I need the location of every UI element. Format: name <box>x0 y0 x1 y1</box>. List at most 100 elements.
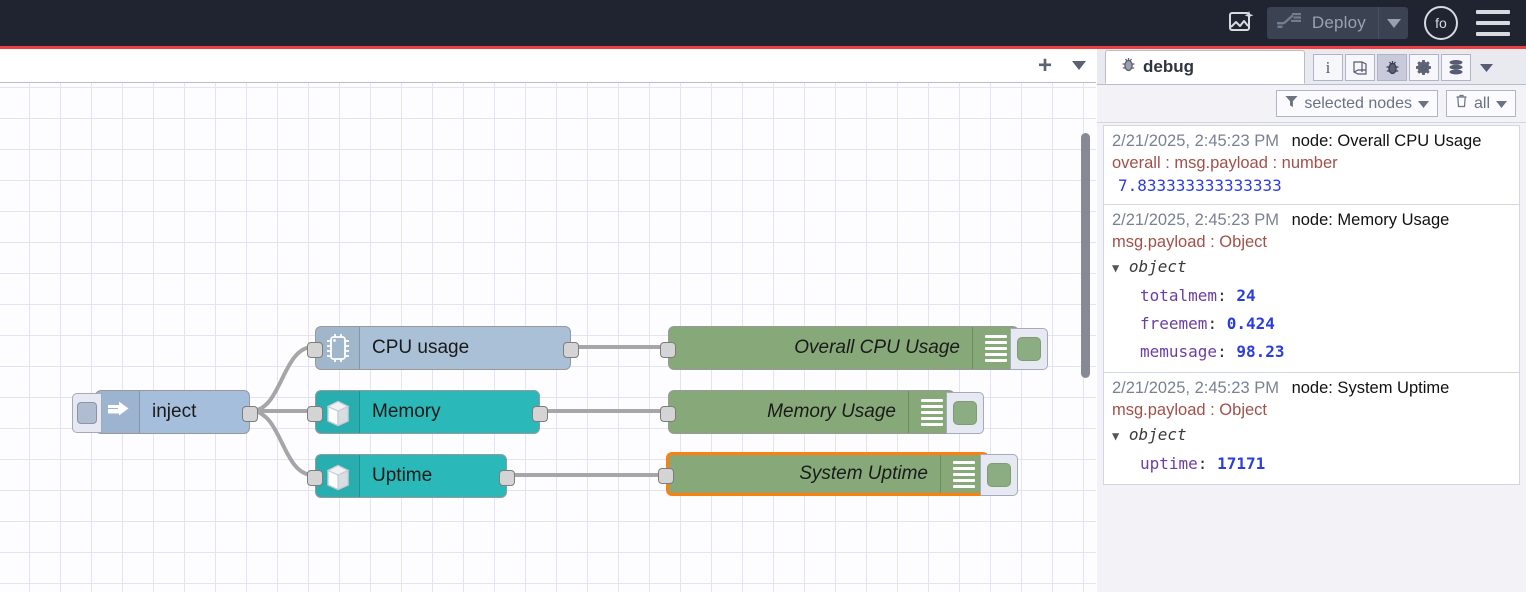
object-entry: totalmem: 24 <box>1112 282 1511 310</box>
node-memory-output-port[interactable] <box>532 406 548 422</box>
deploy-label: Deploy <box>1312 13 1366 33</box>
help-book-icon[interactable] <box>1345 54 1375 81</box>
debug-message-header: 2/21/2025, 2:45:23 PM node: Overall CPU … <box>1112 130 1511 152</box>
debug-message[interactable]: 2/21/2025, 2:45:23 PM node: Overall CPU … <box>1103 125 1520 205</box>
debug-toggle-button[interactable] <box>980 454 1018 496</box>
clear-label: all <box>1474 95 1490 113</box>
funnel-icon <box>1285 95 1298 113</box>
tab-debug[interactable]: debug <box>1105 50 1305 84</box>
info-icon[interactable]: i <box>1313 54 1343 81</box>
node-system-uptime[interactable]: System Uptime <box>666 452 989 496</box>
node-memory-input-port[interactable] <box>307 406 323 422</box>
chevron-down-icon <box>1496 95 1507 113</box>
flow-canvas[interactable]: inject CPU usage <box>0 83 1096 592</box>
object-expander-row[interactable]: ▼ object <box>1112 421 1511 450</box>
canvas-vertical-scrollbar[interactable] <box>1081 133 1090 378</box>
node-memory-usage-input-port[interactable] <box>660 406 676 422</box>
node-inject[interactable]: inject <box>95 390 250 434</box>
node-system-uptime-input-port[interactable] <box>658 468 674 484</box>
node-cpu-usage-label: CPU usage <box>360 337 570 359</box>
object-entry-value: 24 <box>1236 286 1255 305</box>
debug-toggle-button[interactable] <box>1010 328 1048 370</box>
debug-message-header: 2/21/2025, 2:45:23 PM node: System Uptim… <box>1112 377 1511 399</box>
tab-debug-label: debug <box>1143 57 1194 77</box>
debug-message-topic: msg.payload : Object <box>1112 231 1511 253</box>
hamburger-menu-icon[interactable] <box>1476 10 1510 36</box>
add-flow-button[interactable]: + <box>1028 51 1062 81</box>
object-entry-value: 0.424 <box>1227 314 1275 333</box>
node-cpu-usage-output-port[interactable] <box>563 342 579 358</box>
object-entry-key: totalmem <box>1112 286 1217 305</box>
node-inject-output-port[interactable] <box>242 406 258 422</box>
user-avatar[interactable]: fo <box>1424 6 1458 40</box>
object-expander-row[interactable]: ▼ object <box>1112 253 1511 282</box>
image-sparkle-icon[interactable] <box>1221 3 1261 43</box>
node-uptime-output-port[interactable] <box>499 470 515 486</box>
object-entry-value: 98.23 <box>1236 342 1284 361</box>
clear-all-button[interactable]: all <box>1446 90 1516 117</box>
node-cpu-usage[interactable]: CPU usage <box>315 326 571 370</box>
flow-tab-bar: + <box>0 49 1096 83</box>
object-entry: uptime: 17171 <box>1112 450 1511 478</box>
node-memory[interactable]: Memory <box>315 390 540 434</box>
caret-down-icon[interactable]: ▼ <box>1112 261 1119 275</box>
bug-icon <box>1120 56 1137 78</box>
debug-message[interactable]: 2/21/2025, 2:45:23 PM node: Memory Usage… <box>1103 205 1520 373</box>
debug-message[interactable]: 2/21/2025, 2:45:23 PM node: System Uptim… <box>1103 373 1520 485</box>
node-uptime[interactable]: Uptime <box>315 454 507 498</box>
object-label: object <box>1129 425 1187 444</box>
arrow-right-icon <box>96 391 140 433</box>
debug-message-source: node: Memory Usage <box>1292 211 1450 229</box>
object-entry-key: memusage <box>1112 342 1217 361</box>
app-header: Deploy fo <box>0 0 1526 46</box>
debug-message-timestamp: 2/21/2025, 2:45:23 PM <box>1112 132 1279 150</box>
config-gear-icon[interactable] <box>1409 54 1439 81</box>
debug-message-source: node: System Uptime <box>1292 379 1450 397</box>
node-memory-usage[interactable]: Memory Usage <box>668 390 955 434</box>
object-entry-value: 17171 <box>1217 454 1265 473</box>
debug-message-timestamp: 2/21/2025, 2:45:23 PM <box>1112 379 1279 397</box>
caret-down-icon[interactable]: ▼ <box>1112 429 1119 443</box>
sidebar-tab-bar: debug i <box>1097 49 1526 85</box>
sidebar-tool-icons: i <box>1313 54 1499 84</box>
context-data-icon[interactable] <box>1441 54 1471 81</box>
debug-message-header: 2/21/2025, 2:45:23 PM node: Memory Usage <box>1112 209 1511 231</box>
debug-message-topic: overall : msg.payload : number <box>1112 152 1511 174</box>
node-uptime-input-port[interactable] <box>307 470 323 486</box>
deploy-button[interactable]: Deploy <box>1267 7 1408 39</box>
debug-message-list[interactable]: 2/21/2025, 2:45:23 PM node: Overall CPU … <box>1103 125 1520 586</box>
node-overall-cpu-usage-label: Overall CPU Usage <box>669 337 972 359</box>
node-uptime-label: Uptime <box>360 465 506 487</box>
trash-icon <box>1455 94 1468 113</box>
deploy-dropdown-caret[interactable] <box>1378 7 1408 39</box>
debug-toggle-button[interactable] <box>946 392 984 434</box>
node-cpu-usage-input-port[interactable] <box>307 342 323 358</box>
debug-bug-icon[interactable] <box>1377 54 1407 81</box>
deploy-icon <box>1277 11 1303 36</box>
node-overall-cpu-usage[interactable]: Overall CPU Usage <box>668 326 1019 370</box>
deploy-button-main[interactable]: Deploy <box>1267 7 1378 39</box>
node-system-uptime-label: System Uptime <box>669 463 940 485</box>
inject-trigger-button[interactable] <box>72 393 102 433</box>
node-overall-cpu-usage-input-port[interactable] <box>660 342 676 358</box>
debug-message-source: node: Overall CPU Usage <box>1292 132 1482 150</box>
object-entry: memusage: 98.23 <box>1112 338 1511 366</box>
object-entry-key: freemem <box>1112 314 1207 333</box>
node-inject-label: inject <box>140 401 249 423</box>
node-memory-label: Memory <box>360 401 539 423</box>
debug-message-timestamp: 2/21/2025, 2:45:23 PM <box>1112 211 1279 229</box>
flow-list-chevron-down-icon[interactable] <box>1062 51 1096 81</box>
debug-sidebar: debug i <box>1097 49 1526 592</box>
filter-selected-nodes-button[interactable]: selected nodes <box>1276 90 1438 117</box>
filter-label: selected nodes <box>1304 95 1412 113</box>
object-entry: freemem: 0.424 <box>1112 310 1511 338</box>
debug-toolbar: selected nodes all <box>1097 85 1526 123</box>
debug-message-value: 7.833333333333333 <box>1112 174 1511 198</box>
flow-canvas-panel: + <box>0 49 1096 592</box>
sidebar-menu-chevron-down-icon[interactable] <box>1473 54 1499 81</box>
object-label: object <box>1129 257 1187 276</box>
chevron-down-icon <box>1418 95 1429 113</box>
object-entry-key: uptime <box>1112 454 1198 473</box>
debug-message-topic: msg.payload : Object <box>1112 399 1511 421</box>
